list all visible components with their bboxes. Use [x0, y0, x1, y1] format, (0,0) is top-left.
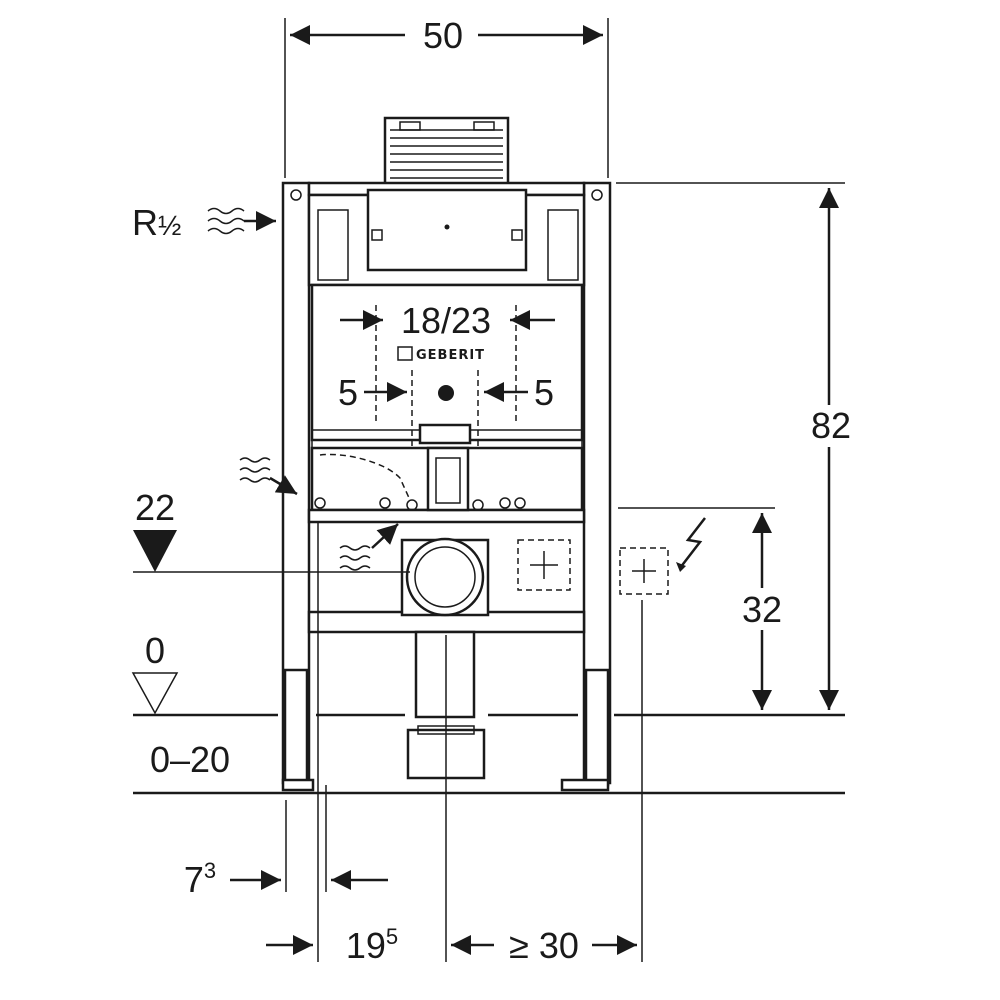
width-label: 50 — [423, 15, 463, 56]
foot-offset-dimension: 73 — [184, 785, 388, 900]
socket-height-label: 32 — [742, 589, 782, 630]
connection-width-dimension: 18/23 — [340, 300, 555, 425]
width-dimension: 50 — [284, 15, 609, 178]
floor-range: 0–20 — [133, 739, 845, 795]
floor-range-label: 0–20 — [150, 739, 230, 780]
height-dimension: 82 — [616, 182, 851, 710]
water-connection-label: R½ — [132, 202, 181, 243]
inlet-arrow-lower — [339, 523, 399, 571]
socket-distance-dimension: ≥ 30 — [445, 600, 643, 966]
socket-height-dimension: 32 — [618, 507, 782, 710]
connection-width-label: 18/23 — [401, 300, 491, 341]
electrical-socket-box — [517, 539, 669, 595]
frame-depth-dimension: 195 — [266, 522, 398, 966]
height-label: 82 — [811, 405, 851, 446]
lightning-icon — [676, 517, 706, 572]
actuator-plate — [383, 116, 510, 188]
pipe-height-label: 22 — [135, 487, 175, 528]
frame-right-upright — [560, 181, 612, 792]
foot-offset-label: 73 — [184, 858, 216, 900]
side-left-label: 5 — [338, 372, 358, 413]
side-right-label: 5 — [534, 372, 554, 413]
side-dimensions: 5 5 — [338, 370, 554, 500]
frame-depth-label: 195 — [346, 924, 398, 966]
inlet-arrow-upper — [239, 457, 298, 496]
socket-distance-label: ≥ 30 — [509, 925, 579, 966]
waste-pipe — [400, 537, 490, 780]
pipe-height-marker: 22 — [133, 487, 410, 573]
cistern: GEBERIT — [307, 181, 586, 449]
water-connection: R½ — [132, 202, 276, 243]
floor-zero-marker: 0 — [131, 630, 845, 717]
floor-label: 0 — [145, 630, 165, 671]
brand-logo: GEBERIT — [416, 348, 485, 363]
